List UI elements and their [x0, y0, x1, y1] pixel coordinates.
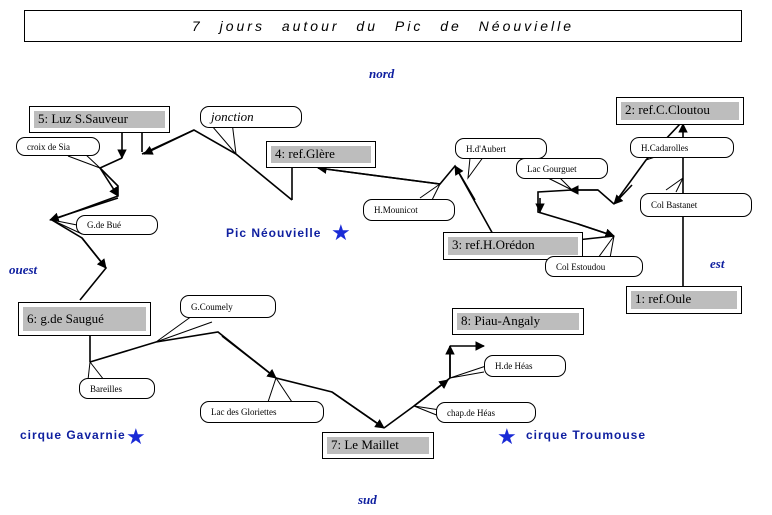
cirque-gavarnie-star-icon: ★	[126, 424, 146, 449]
callout-h-de-heas: H.de Héas	[484, 355, 566, 377]
stage-2-label: 2: ref.C.Cloutou	[621, 102, 739, 120]
callout-jonction: jonction	[200, 106, 302, 128]
direction-west: ouest	[9, 262, 38, 277]
callout-lac-des-gloriettes: Lac des Gloriettes	[200, 401, 324, 423]
stage-1-ref-oule: 1: ref.Oule	[626, 286, 742, 314]
stage-5-label: 5: Luz S.Sauveur	[34, 111, 165, 128]
direction-south: sud	[358, 492, 377, 507]
stage-7-le-maillet: 7: Le Maillet	[322, 432, 434, 459]
stage-8-piau-angaly: 8: Piau-Angaly	[452, 308, 584, 335]
stage-3-ref-h-oredon: 3: ref.H.Orédon	[443, 232, 583, 260]
direction-north: nord	[369, 66, 395, 81]
callout-h-mounicot: H.Mounicot	[363, 199, 455, 221]
callout-h-daubert: H.d'Aubert	[455, 138, 547, 159]
stage-4-ref-glere: 4: ref.Glère	[266, 141, 376, 168]
callout-lac-gourguet: Lac Gourguet	[516, 158, 608, 179]
pic-neouvielle-label: Pic Néouvielle	[226, 226, 322, 240]
cirque-gavarnie-label: cirque Gavarnie	[20, 428, 126, 442]
stage-1-label: 1: ref.Oule	[631, 291, 737, 309]
route-lines	[49, 111, 688, 429]
callout-col-estoudou: Col Estoudou	[545, 256, 643, 277]
callout-g-coumely: G.Coumely	[180, 295, 276, 318]
pic-neouvielle-star-icon: ★	[331, 220, 351, 245]
callout-chap-de-heas: chap.de Héas	[436, 402, 536, 423]
callout-croix-de-sia: croix de Sia	[16, 137, 100, 156]
stage-8-label: 8: Piau-Angaly	[457, 313, 579, 330]
direction-east: est	[710, 256, 725, 271]
cirque-troumouse-star-icon: ★	[497, 424, 517, 449]
stage-6-label: 6: g.de Saugué	[23, 307, 146, 331]
callout-g-de-bue: G.de Bué	[76, 215, 158, 235]
callout-col-bastanet: Col Bastanet	[640, 193, 752, 217]
stage-2-ref-c-cloutou: 2: ref.C.Cloutou	[616, 97, 744, 125]
callout-h-cadarolles: H.Cadarolles	[630, 137, 734, 158]
stage-7-label: 7: Le Maillet	[327, 437, 429, 454]
callout-bareilles: Bareilles	[79, 378, 155, 399]
stage-6-g-de-saugue: 6: g.de Saugué	[18, 302, 151, 336]
cirque-troumouse-label: cirque Troumouse	[526, 428, 647, 442]
stage-4-label: 4: ref.Glère	[271, 146, 371, 163]
stage-5-luz-s-sauveur: 5: Luz S.Sauveur	[29, 106, 170, 133]
stage-3-label: 3: ref.H.Orédon	[448, 237, 578, 255]
diagram-title: 7 jours autour du Pic de Néouvielle	[24, 10, 742, 42]
